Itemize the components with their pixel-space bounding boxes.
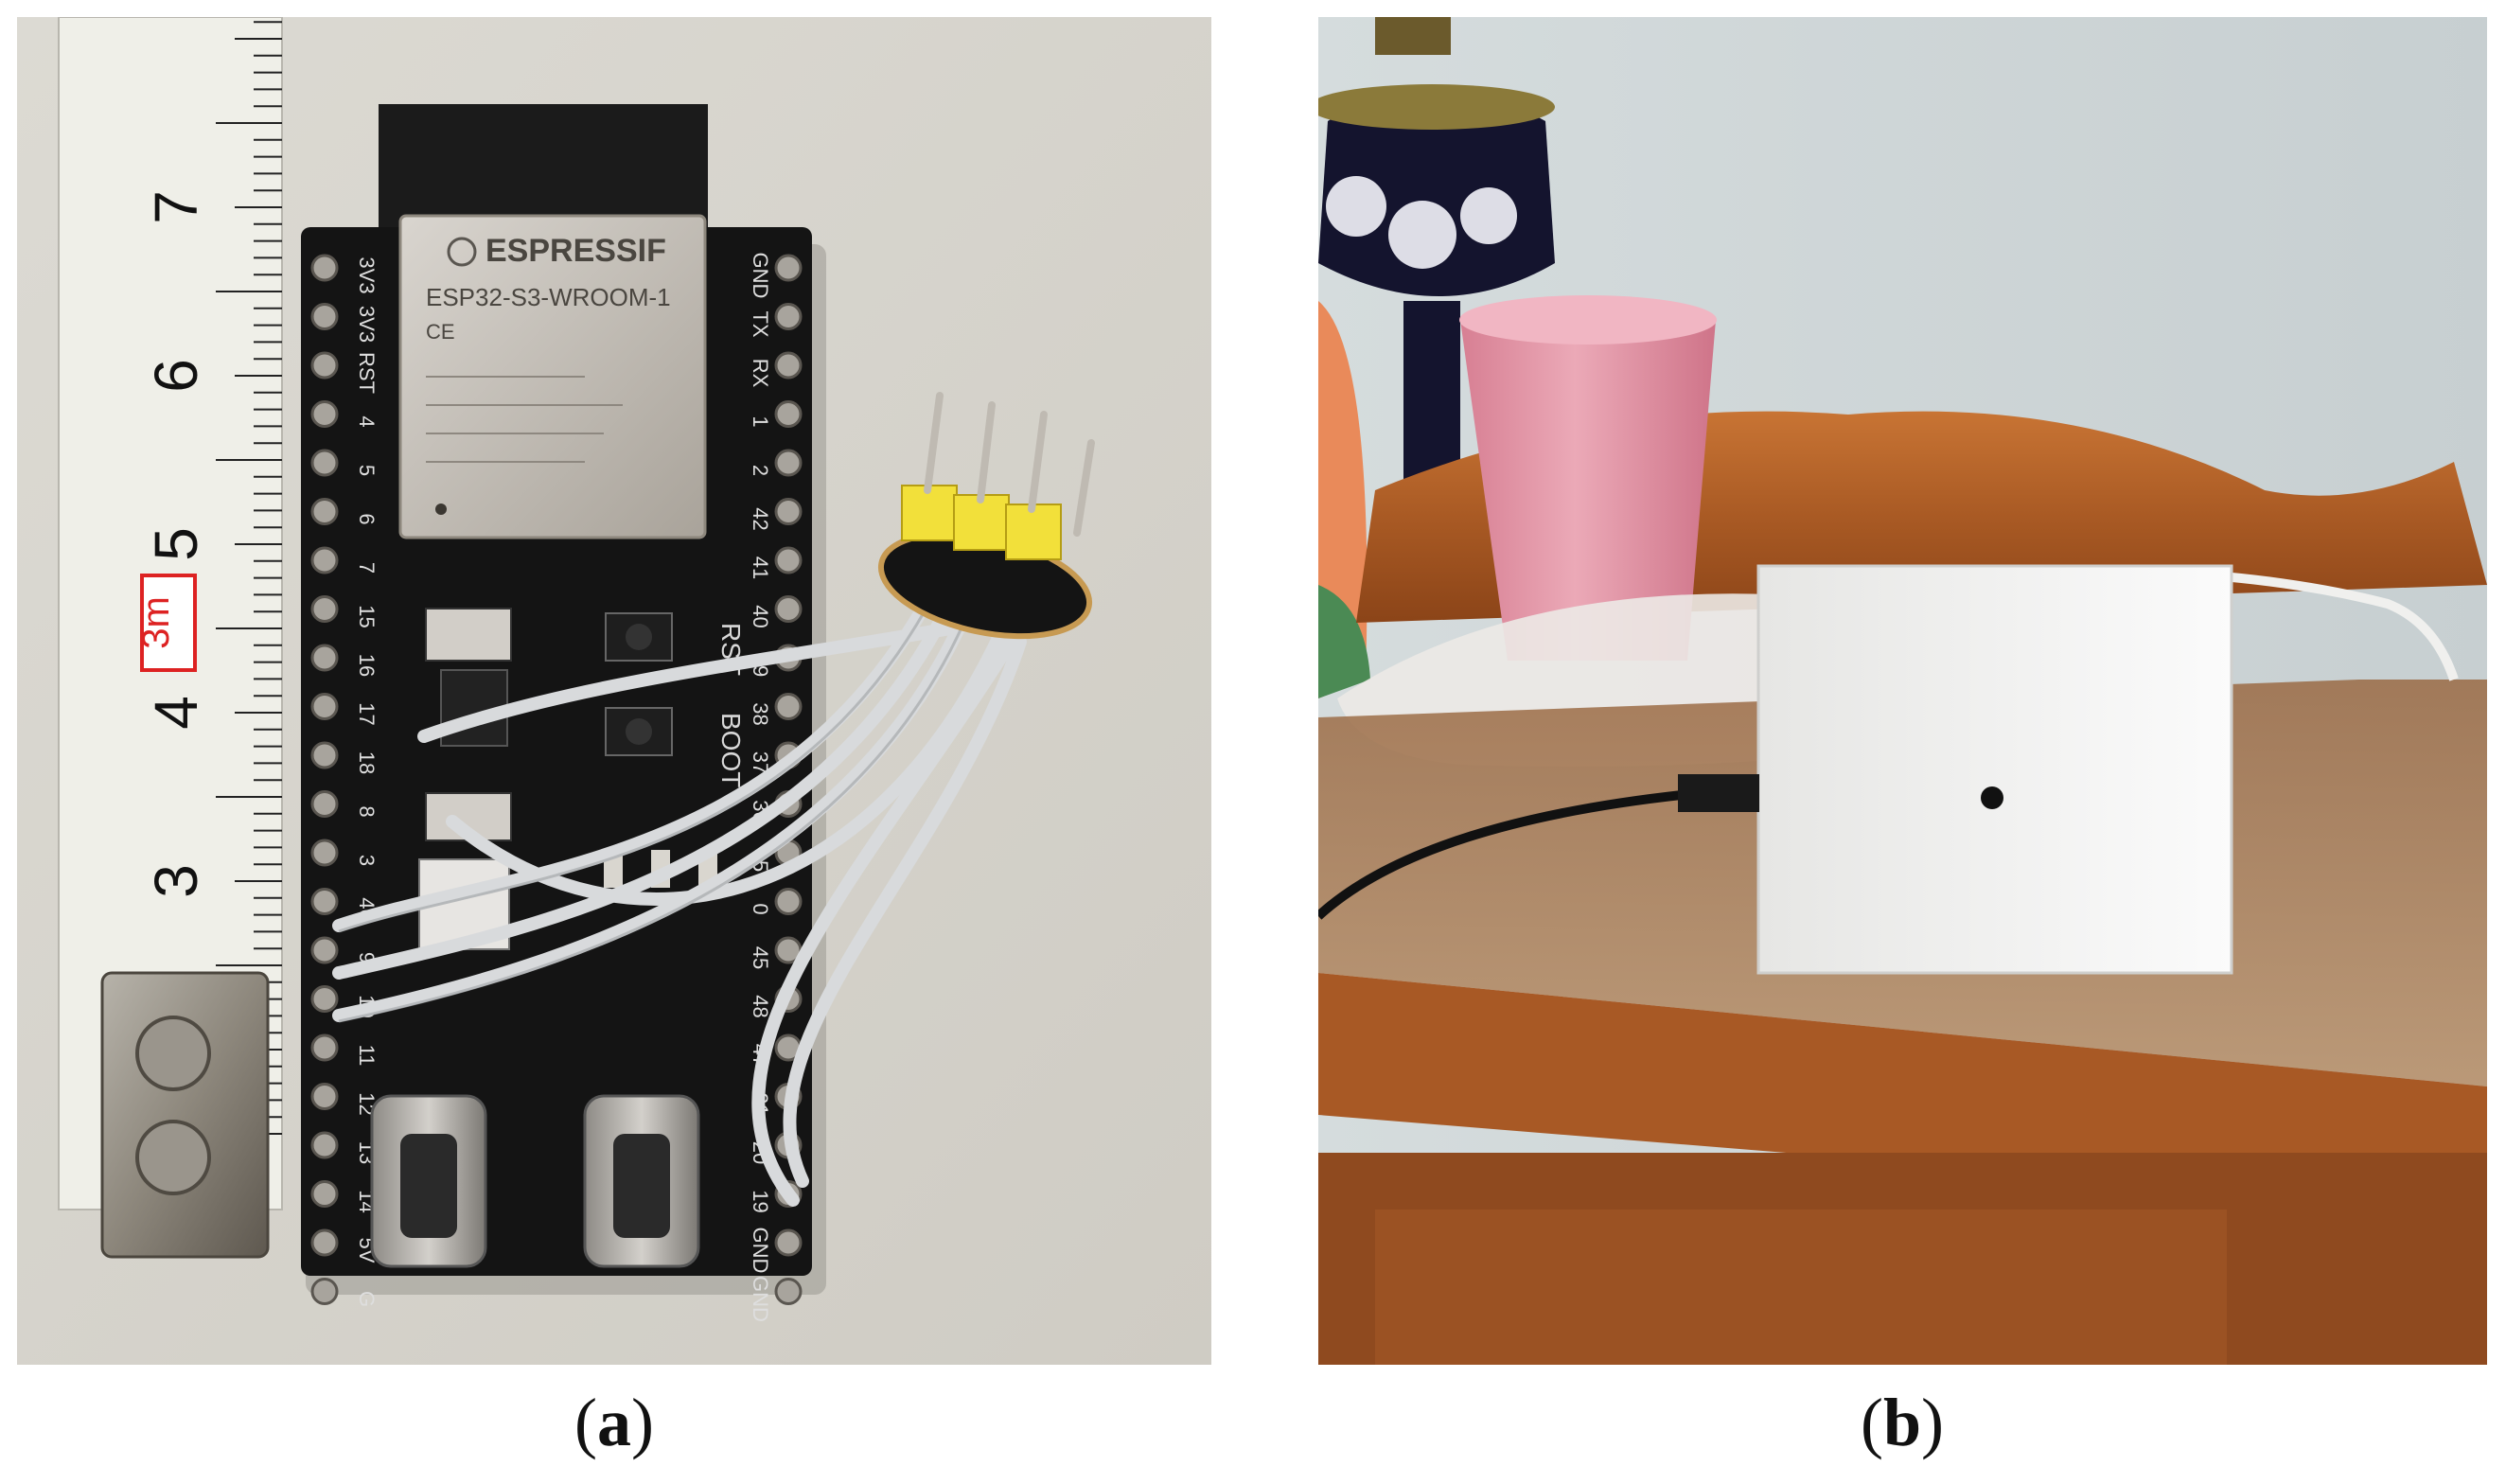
pin-label: 48 <box>749 995 772 1017</box>
tape-measure: 234567 3m <box>58 17 283 1259</box>
pin-label: 4 <box>355 415 379 427</box>
pin-label: 38 <box>749 702 772 725</box>
sensor-hole-icon <box>1981 786 2003 809</box>
header-pin <box>310 644 339 672</box>
header-pin <box>310 351 339 380</box>
pin-label: 6 <box>355 513 379 524</box>
pin-label: 3V3 <box>355 256 379 293</box>
header-pin <box>774 303 803 330</box>
pin-label: 40 <box>749 605 772 627</box>
header-pin <box>310 790 339 818</box>
pin-label: TX <box>749 310 772 337</box>
pin-label: GND <box>749 253 772 299</box>
header-pin <box>774 1278 803 1305</box>
header-pin <box>310 546 339 574</box>
header-pin <box>774 888 803 915</box>
pin-label: 45 <box>749 946 772 969</box>
header-pin <box>310 254 339 282</box>
tape-badge-label: 3m <box>135 596 177 649</box>
pin-label: RST <box>355 352 379 394</box>
module-fine-print <box>426 376 623 463</box>
pin-label: 15 <box>355 605 379 627</box>
header-pin <box>774 351 803 380</box>
pin-label: 1 <box>749 415 772 427</box>
pin-label: G <box>355 1291 379 1307</box>
header-pin <box>310 400 339 428</box>
sensor-enclosure <box>1756 564 2233 975</box>
tape-number: 4 <box>142 696 210 730</box>
header-pin <box>310 1278 339 1305</box>
header-pin <box>774 546 803 574</box>
pin-label: 41 <box>749 556 772 579</box>
pin-label: 3 <box>355 855 379 866</box>
boot-label: BOOT <box>716 713 746 787</box>
pin-label: 8 <box>355 805 379 817</box>
photo-enclosure <box>1318 17 2487 1365</box>
caption-a: (a) <box>574 1385 654 1460</box>
tape-number: 7 <box>142 190 210 224</box>
module-model: ESP32-S3-WROOM-1 <box>426 283 671 311</box>
pin-label: 3V3 <box>355 306 379 343</box>
espressif-logo-icon <box>447 237 477 267</box>
esp32-scene: 234567 3m ESPRESSIF ESP32-S3-WROOM-1 CE … <box>17 17 1211 1365</box>
pin-label: 5 <box>355 465 379 476</box>
photo-esp32-board: 234567 3m ESPRESSIF ESP32-S3-WROOM-1 CE … <box>17 17 1211 1365</box>
header-pins <box>924 392 1095 537</box>
header-pin <box>310 985 339 1013</box>
pin-label: 16 <box>355 654 379 677</box>
pin-label: 19 <box>749 1190 772 1212</box>
tape-number: 5 <box>142 527 210 561</box>
header-pin <box>774 693 803 720</box>
header-pin <box>310 1131 339 1159</box>
pin-label: 18 <box>355 751 379 774</box>
header-pin <box>774 595 803 623</box>
header-pin <box>774 400 803 428</box>
header-pin <box>310 1228 339 1257</box>
header-pin <box>310 936 339 964</box>
header-pin <box>310 303 339 330</box>
pin-label: 0 <box>749 903 772 914</box>
header-pin <box>310 741 339 769</box>
header-pin <box>774 254 803 282</box>
tape-number: 6 <box>142 359 210 393</box>
module-brand: ESPRESSIF <box>485 233 666 269</box>
pin-label: GND <box>749 1228 772 1274</box>
pin-label: 17 <box>355 702 379 725</box>
tape-rivet <box>135 1120 211 1195</box>
header-pin <box>310 498 339 525</box>
enclosure-scene <box>1318 17 2487 1365</box>
pin-label: 42 <box>749 507 772 530</box>
header-pin <box>774 498 803 525</box>
header-pin <box>310 449 339 477</box>
pin-label: 7 <box>355 562 379 574</box>
header-pin <box>310 693 339 720</box>
header-pin <box>310 888 339 915</box>
usb-cable <box>1318 784 1755 920</box>
header-pin <box>310 1180 339 1208</box>
tape-hook <box>100 971 270 1259</box>
header-pin <box>310 1034 339 1062</box>
pin-header-yellow <box>901 485 1062 560</box>
header-pin <box>310 595 339 623</box>
tape-number: 3 <box>142 864 210 898</box>
pin-label: GND <box>749 1276 772 1322</box>
pin-label: 2 <box>749 465 772 476</box>
header-pin <box>310 839 339 867</box>
header-pin <box>774 1228 803 1257</box>
header-pin <box>310 1083 339 1110</box>
jumper-wires <box>332 597 1027 1207</box>
tape-rivet <box>135 1016 211 1091</box>
header-pin <box>774 449 803 477</box>
module-ce: CE <box>426 320 455 344</box>
pink-cup <box>1460 320 1716 661</box>
pin-label: 11 <box>355 1045 379 1067</box>
smd-component <box>425 608 512 662</box>
table-edge <box>1318 973 2487 1210</box>
tape-badge <box>140 574 197 672</box>
pin-label: RX <box>749 359 772 388</box>
caption-b: (b) <box>1860 1385 1944 1460</box>
